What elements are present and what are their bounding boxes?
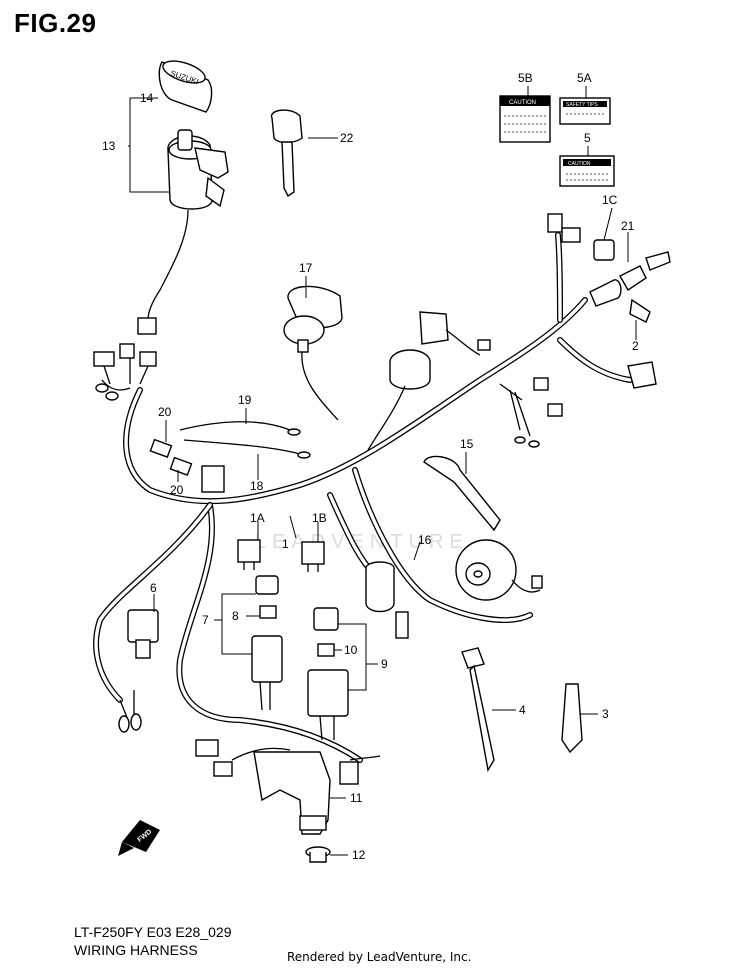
- callout-14: 14: [140, 91, 154, 105]
- fwd-arrow-icon: FWD: [118, 820, 160, 856]
- callout-15: 15: [460, 437, 474, 451]
- callout-1: 1: [282, 537, 289, 551]
- upper-right-connectors: [547, 213, 671, 389]
- ignition-switch: [137, 129, 229, 335]
- ignition-switch-cap: SUZUKI: [158, 60, 213, 113]
- relay-1a: [237, 539, 261, 570]
- callout-13: 13: [102, 139, 116, 153]
- handlebar-switch-box: [283, 285, 343, 421]
- callout-11: 11: [350, 791, 363, 805]
- fuse-holder-right: [307, 607, 349, 741]
- harness-diode: [365, 561, 409, 639]
- callout-8: 8: [232, 609, 239, 623]
- label-5a-text: SAFETY TIPS: [566, 102, 598, 108]
- diagram-title: WIRING HARNESS: [74, 942, 198, 958]
- render-credit: Rendered by LeadVenture, Inc.: [287, 950, 472, 964]
- callout-22: 22: [340, 131, 354, 145]
- callout-9: 9: [381, 657, 388, 671]
- coil-side-connectors: [499, 377, 563, 448]
- label-5b: CAUTION: [499, 95, 551, 143]
- callout-18: 18: [250, 479, 264, 493]
- callout-12: 12: [352, 848, 366, 862]
- label-5-text: CAUTION: [568, 161, 591, 167]
- main-harness: [93, 232, 633, 763]
- callout-21: 21: [621, 219, 635, 233]
- callout-3: 3: [602, 707, 609, 721]
- callout-5: 5: [584, 131, 591, 145]
- callout-4: 4: [519, 703, 526, 717]
- ignition-coil: [367, 311, 491, 451]
- label-5a: SAFETY TIPS: [559, 97, 611, 125]
- fuse-holder-left: [251, 575, 283, 711]
- callout-16: 16: [418, 533, 432, 547]
- callout-1a: 1A: [250, 511, 265, 525]
- callout-20-top: 20: [158, 405, 172, 419]
- starter-relay: [118, 609, 159, 733]
- clamp: [561, 683, 583, 754]
- figure-number: FIG.29: [14, 8, 97, 38]
- resistor-leads: [149, 421, 311, 493]
- ignition-key: [270, 109, 303, 198]
- callout-1b: 1B: [312, 511, 327, 525]
- callout-5a: 5A: [577, 71, 592, 85]
- label-5b-text: CAUTION: [509, 100, 536, 106]
- callout-20-bottom: 20: [170, 483, 184, 497]
- bracket-connectors: [195, 739, 381, 785]
- harness-bracket: [253, 751, 331, 835]
- horn: [423, 455, 543, 601]
- callout-10: 10: [344, 643, 358, 657]
- label-5: CAUTION: [559, 155, 615, 187]
- model-code: LT-F250FY E03 E28_029: [74, 924, 232, 940]
- callout-leaders: [128, 86, 637, 856]
- cable-tie: [461, 647, 495, 772]
- left-connector-cluster: [93, 343, 157, 401]
- callout-6: 6: [150, 581, 157, 595]
- relay-1b: [301, 541, 325, 572]
- callout-17: 17: [299, 261, 313, 275]
- callout-1c: 1C: [602, 193, 618, 207]
- callout-19: 19: [238, 393, 252, 407]
- bolt: [305, 846, 331, 863]
- callout-5b: 5B: [518, 71, 533, 85]
- callout-2: 2: [632, 339, 639, 353]
- callout-7: 7: [202, 613, 209, 627]
